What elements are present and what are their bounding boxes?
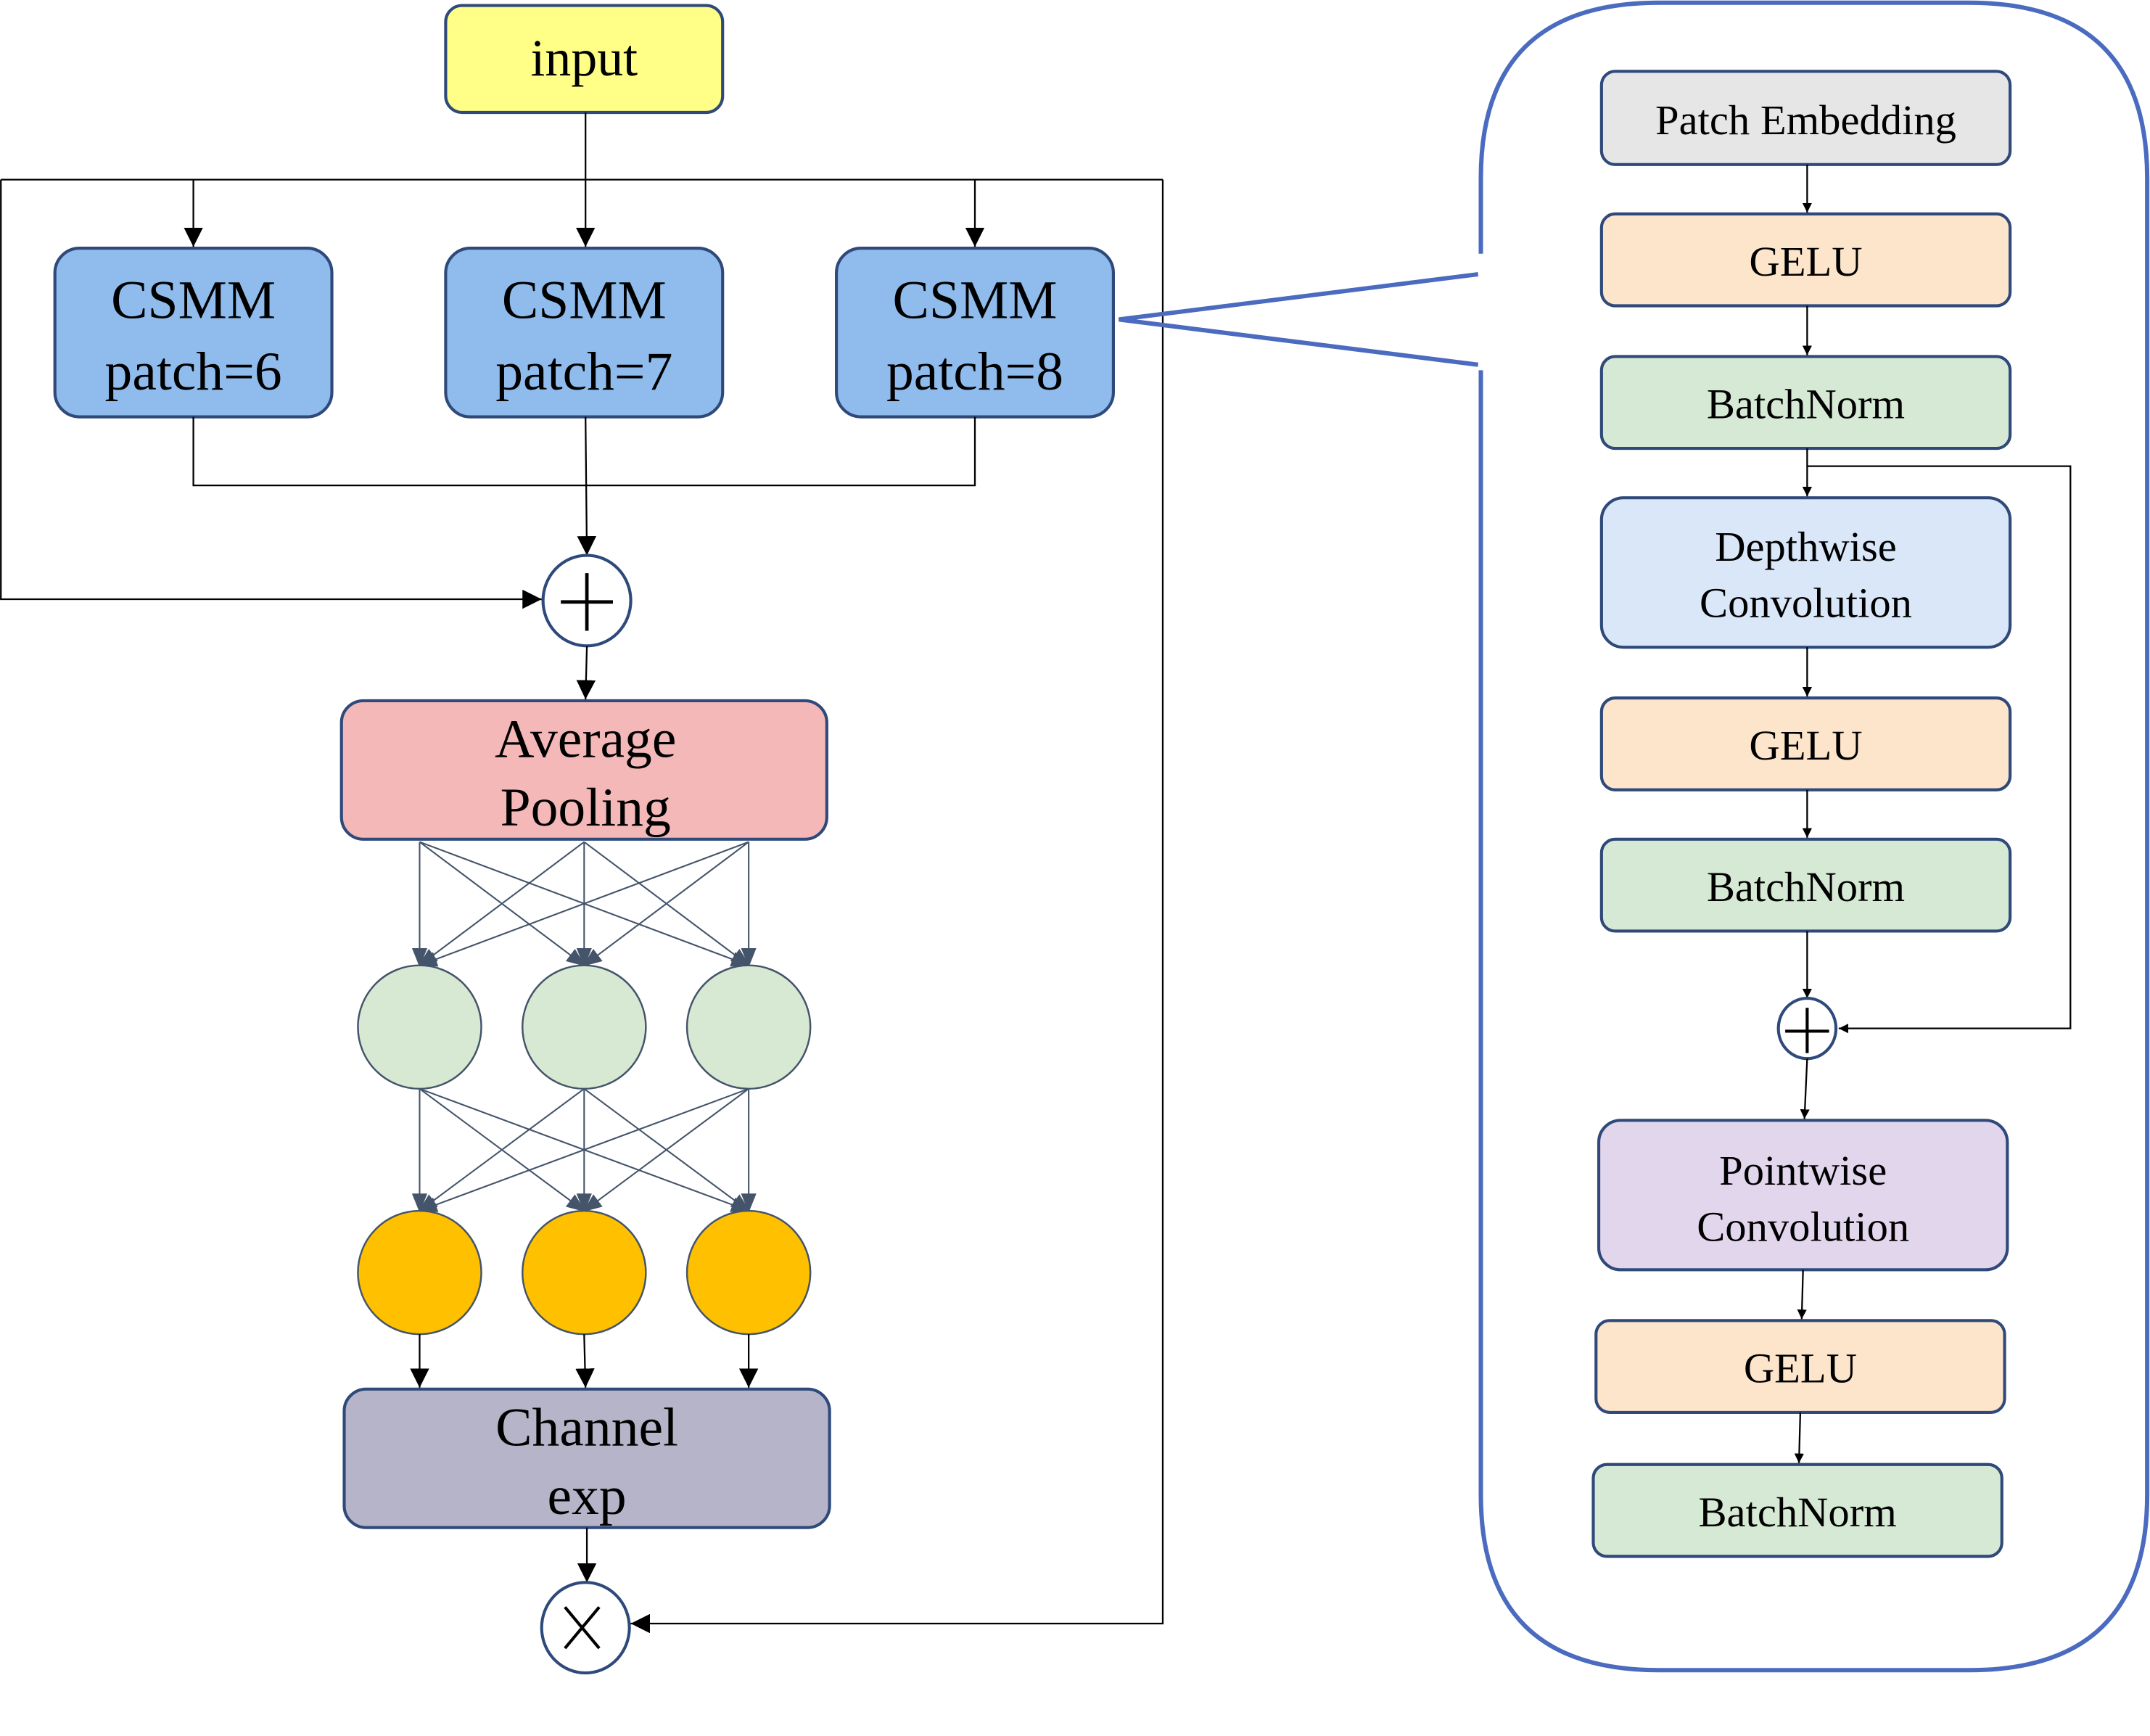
csmm-merge-wires <box>192 416 976 556</box>
patch-embedding-label: Patch Embedding <box>1655 96 1956 144</box>
batchnorm-node-3: BatchNorm <box>1591 1463 2003 1558</box>
gelu-label: GELU <box>1744 1344 1857 1391</box>
batchnorm-box <box>1599 355 2012 451</box>
avg-pool-node: Average Pooling <box>339 699 828 841</box>
multiply-icon <box>564 1605 601 1650</box>
csmm-label-line2: patch=7 <box>495 342 672 402</box>
batchnorm-node-2: BatchNorm <box>1599 837 2012 933</box>
hidden-node <box>685 964 812 1090</box>
batchnorm-box <box>1591 1463 2003 1558</box>
csmm-label-line1: CSMM <box>111 271 276 331</box>
csmm-node-8: CSMM patch=8 <box>835 247 1116 419</box>
gelu-node-1: GELU <box>1599 212 2012 308</box>
hidden-layer <box>357 964 812 1090</box>
gelu-node-2: GELU <box>1599 696 2012 791</box>
input-node: input <box>444 4 725 115</box>
callout-wedge <box>1119 272 1479 367</box>
pointwise-label-line1: Pointwise <box>1719 1147 1887 1194</box>
fc-edge <box>582 1087 749 1212</box>
gelu-label: GELU <box>1749 722 1862 769</box>
csmm-label-line1: CSMM <box>893 271 1058 331</box>
output-node <box>357 1209 482 1336</box>
add-node <box>541 554 633 648</box>
merge-bus-wire <box>192 416 976 487</box>
add-node-right <box>1776 996 1838 1061</box>
skip-connection-wire <box>1807 465 2072 1034</box>
csmm-node-7: CSMM patch=7 <box>444 247 725 419</box>
fc-layer-1-connections <box>411 841 757 968</box>
zoom-callout <box>1119 272 1479 367</box>
hidden-node <box>522 964 647 1090</box>
output-node <box>685 1209 812 1336</box>
csmm-box <box>444 247 725 419</box>
hidden-node <box>357 964 482 1090</box>
fc-layer-2-connections <box>411 1087 757 1213</box>
pointwise-conv-node: Pointwise Convolution <box>1597 1119 2009 1272</box>
pointwise-label-line2: Convolution <box>1697 1204 1909 1251</box>
batchnorm-node-1: BatchNorm <box>1599 355 2012 451</box>
csmm-label-line2: patch=8 <box>886 342 1063 402</box>
plus-icon <box>561 573 614 631</box>
fc-edge <box>418 1087 585 1212</box>
batchnorm-label: BatchNorm <box>1707 381 1905 428</box>
residual-wire-left <box>0 179 542 609</box>
batchnorm-label: BatchNorm <box>1698 1489 1896 1536</box>
fc-edge <box>418 841 585 967</box>
depthwise-label-line1: Depthwise <box>1715 523 1897 570</box>
avg-pool-label-line1: Average <box>495 709 676 769</box>
input-box <box>444 4 725 115</box>
arrow-to-batchnorm-3 <box>1794 1412 1804 1463</box>
gelu-box <box>1599 696 2012 791</box>
fc-edge <box>418 1087 749 1212</box>
channel-exp-label-line1: Channel <box>495 1397 678 1457</box>
gelu-box <box>1599 212 2012 308</box>
left-module: input CSMM patch=6 CSMM patch=7 CS <box>0 4 1164 1675</box>
gelu-label: GELU <box>1749 238 1862 285</box>
arrow-to-avg-pool <box>576 646 596 700</box>
depthwise-conv-box <box>1599 496 2012 649</box>
input-branch-wires <box>0 112 1164 1634</box>
output-to-channel-exp-wires <box>410 1334 759 1388</box>
batchnorm-label: BatchNorm <box>1707 863 1905 910</box>
input-label: input <box>530 29 638 87</box>
output-layer <box>357 1209 812 1336</box>
patch-embedding-box <box>1599 70 2012 166</box>
multiply-circle <box>540 1581 631 1675</box>
fc-edge <box>418 841 749 967</box>
depthwise-label-line2: Convolution <box>1700 580 1912 627</box>
right-module: Patch Embedding GELU BatchNorm Depthwise… <box>1478 0 2150 1673</box>
depthwise-conv-node: Depthwise Convolution <box>1599 496 2012 649</box>
channel-exp-label-line2: exp <box>548 1466 627 1526</box>
arrow-to-pointwise <box>1800 1058 1810 1119</box>
fc-edge <box>582 841 749 967</box>
plus-icon <box>1785 1008 1829 1053</box>
arrow-to-add <box>577 416 597 556</box>
arrow-to-channel-exp <box>575 1334 595 1388</box>
channel-exp-node: Channel exp <box>342 1387 831 1529</box>
avg-pool-box <box>339 699 828 841</box>
output-node <box>522 1209 647 1336</box>
arrow-to-gelu-3 <box>1797 1270 1807 1320</box>
patch-embedding-node: Patch Embedding <box>1599 70 2012 166</box>
gelu-node-3: GELU <box>1594 1319 2006 1414</box>
csmm-label-line1: CSMM <box>502 271 667 331</box>
csmm-label-line2: patch=6 <box>105 342 282 402</box>
residual-wire-right <box>630 179 1164 1634</box>
csmm-node-6: CSMM patch=6 <box>53 247 334 419</box>
multiply-node <box>540 1581 631 1675</box>
batchnorm-box <box>1599 837 2012 933</box>
csmm-detail-panel <box>1478 0 2150 1673</box>
avg-pool-label-line2: Pooling <box>501 778 671 838</box>
